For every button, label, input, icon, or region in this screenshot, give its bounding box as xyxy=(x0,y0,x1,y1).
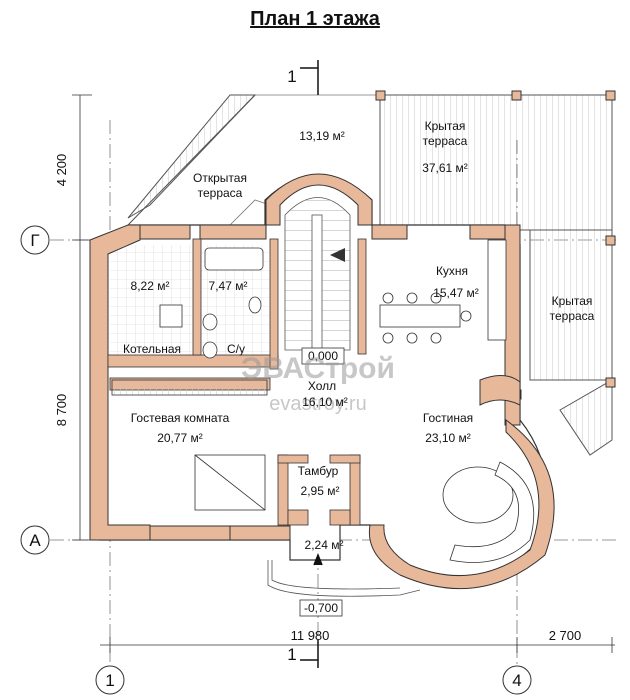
bathroom-name: С/у xyxy=(227,342,245,356)
covered-terrace-right-name-1: Крытая xyxy=(552,294,593,308)
tambour-area: 2,95 м² xyxy=(301,484,340,498)
living-room-name: Гостиная xyxy=(423,411,473,425)
bathroom-area: 7,47 м² xyxy=(209,279,248,293)
dimension-lines xyxy=(72,94,615,653)
covered-terrace-top-name-2: терраса xyxy=(423,134,468,148)
level-floor: 0,000 xyxy=(308,349,338,363)
kitchen-name: Кухня xyxy=(436,264,468,278)
bathroom-fixtures xyxy=(159,247,264,359)
axis-marker-a xyxy=(20,525,50,555)
dim-bottom-main: 11 980 xyxy=(291,628,330,643)
staircase xyxy=(284,197,351,351)
porch-area: 2,24 м² xyxy=(305,538,344,552)
section-line xyxy=(300,60,323,668)
axis-label-g: Г xyxy=(30,231,39,250)
guest-room-area: 20,77 м² xyxy=(157,431,203,445)
dim-left-top: 4 200 xyxy=(54,154,69,187)
level-entrance: -0,700 xyxy=(304,601,338,615)
axis-label-a: А xyxy=(29,531,41,550)
axis-label-4: 4 xyxy=(512,671,521,690)
section-mark-top: 1 xyxy=(287,67,296,86)
covered-terrace-top-area: 37,61 м² xyxy=(422,161,468,175)
boiler-room-name: Котельная xyxy=(123,342,181,356)
living-room-area: 23,10 м² xyxy=(425,431,471,445)
kitchen-furniture xyxy=(379,239,507,344)
tambour-name: Тамбур xyxy=(298,464,339,478)
open-terrace-area: 13,19 м² xyxy=(299,129,345,143)
covered-terrace-right-name-2: терраса xyxy=(550,309,595,323)
living-sofa xyxy=(442,461,534,563)
guest-room-name: Гостевая комната xyxy=(131,411,230,425)
open-terrace-name-2: терраса xyxy=(198,186,243,200)
watermark-brand: ЭВАСтрой xyxy=(241,352,395,385)
axis-marker-g xyxy=(20,225,50,255)
axis-marker-4 xyxy=(502,665,532,695)
plan-title: План 1 этажа xyxy=(250,8,380,30)
axis-marker-1 xyxy=(95,665,125,695)
guest-furniture xyxy=(111,379,268,511)
hall-name: Холл xyxy=(308,379,336,393)
covered-terrace-top xyxy=(375,90,616,456)
dim-left-main: 8 700 xyxy=(54,394,69,427)
section-mark-bottom: 1 xyxy=(287,645,296,664)
watermark-site: evastroy.ru xyxy=(269,393,366,415)
dim-bottom-right: 2 700 xyxy=(549,628,582,643)
open-terrace-name-1: Открытая xyxy=(193,171,247,185)
axis-markers xyxy=(20,225,532,695)
covered-terrace-top-name-1: Крытая xyxy=(425,119,466,133)
hall-area: 16,10 м² xyxy=(302,395,348,409)
axis-label-1: 1 xyxy=(105,671,114,690)
kitchen-area: 15,47 м² xyxy=(433,286,479,300)
boiler-room-area: 8,22 м² xyxy=(131,279,170,293)
entrance-porch xyxy=(267,560,421,617)
